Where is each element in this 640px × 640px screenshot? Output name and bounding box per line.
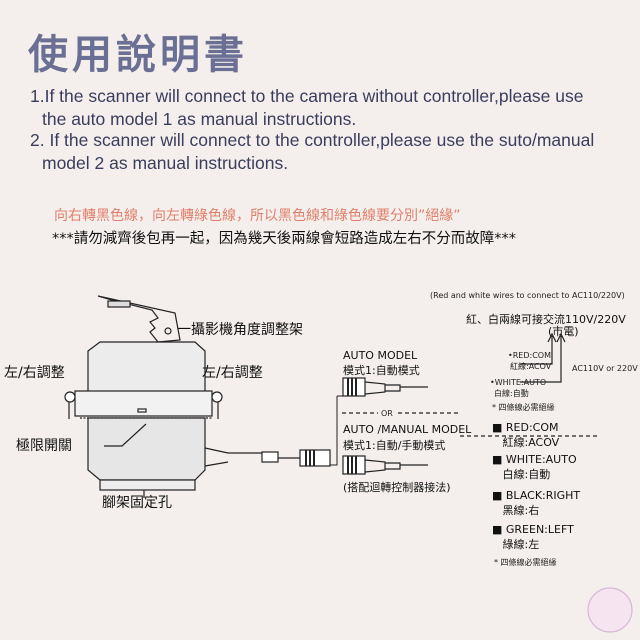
wire-green-en: GREEN:LEFT bbox=[505, 523, 574, 536]
insulate-note-1: * 四條線必需絕緣 bbox=[492, 403, 555, 412]
wire-white-zh: 白線:自動 bbox=[502, 468, 551, 481]
label-tripod-hole: 腳架固定孔 bbox=[102, 495, 172, 511]
white-zh-small: 白線:自動 bbox=[494, 389, 529, 398]
instruction-line-3: 2. If the scanner will connect to the co… bbox=[30, 130, 595, 150]
manual-model-zh: 模式1:自動/手動模式 bbox=[343, 439, 446, 452]
label-limit-switch: 極限開關 bbox=[16, 438, 72, 454]
warning-black: ***請勿減齊後包再一起，因為幾天後兩線會短路造成左右不分而故障*** bbox=[52, 231, 516, 247]
wire-black-en: BLACK:RIGHT bbox=[505, 489, 581, 502]
wire-white-en: WHITE:AUTO bbox=[505, 453, 577, 466]
red-acov-small: 紅線:ACOV bbox=[510, 362, 552, 371]
watermark-logo bbox=[587, 587, 633, 633]
manual-model-title: AUTO /MANUAL MODEL bbox=[343, 423, 472, 436]
wire-green: ■ GREEN:LEFT 綠線:左 bbox=[492, 523, 574, 551]
wire-red-en: RED:COM bbox=[505, 421, 559, 434]
wire-red-zh: 紅線:ACOV bbox=[502, 436, 560, 449]
or-divider: OR bbox=[378, 409, 396, 418]
auto-model-title: AUTO MODEL bbox=[343, 349, 418, 362]
wire-black: ■ BLACK:RIGHT 黑線:右 bbox=[492, 489, 581, 517]
insulate-note-2: * 四條線必需絕緣 bbox=[494, 558, 557, 567]
ac-voltage: AC110V or 220V bbox=[572, 364, 638, 373]
ac-note-zh: 紅、白兩線可接交流110V/220V bbox=[466, 313, 626, 326]
wire-black-zh: 黑線:右 bbox=[502, 504, 540, 517]
ac-note-zh2: (市電) bbox=[548, 325, 579, 338]
red-com-small: •RED:COM bbox=[508, 351, 551, 360]
ac-note-en: (Red and white wires to connect to AC110… bbox=[430, 291, 625, 300]
label-lr-adjust-left: 左/右調整 bbox=[4, 365, 65, 381]
instruction-line-2: the auto model 1 as manual instructions. bbox=[42, 109, 357, 129]
label-camera-bracket: 一攝影機角度調整架 bbox=[177, 322, 303, 338]
wire-white: ■ WHITE:AUTO 白線:自動 bbox=[492, 453, 577, 481]
page-title: 使用說明書 bbox=[28, 32, 248, 78]
auto-model-zh: 模式1:自動模式 bbox=[343, 364, 420, 377]
white-auto-small: •WHITE:AUTO bbox=[490, 378, 547, 387]
controller-note: (搭配迴轉控制器接法) bbox=[343, 481, 451, 494]
warning-red: 向右轉黑色線，向左轉綠色線，所以黑色線和綠色線要分別”絕緣” bbox=[54, 208, 461, 224]
wire-green-zh: 綠線:左 bbox=[502, 538, 540, 551]
instruction-line-1: 1.If the scanner will connect to the cam… bbox=[30, 86, 584, 106]
wire-red: ■ RED:COM 紅線:ACOV bbox=[492, 421, 560, 449]
instruction-line-4: model 2 as manual instructions. bbox=[42, 153, 289, 173]
label-lr-adjust-right: 左/右調整 bbox=[202, 365, 263, 381]
